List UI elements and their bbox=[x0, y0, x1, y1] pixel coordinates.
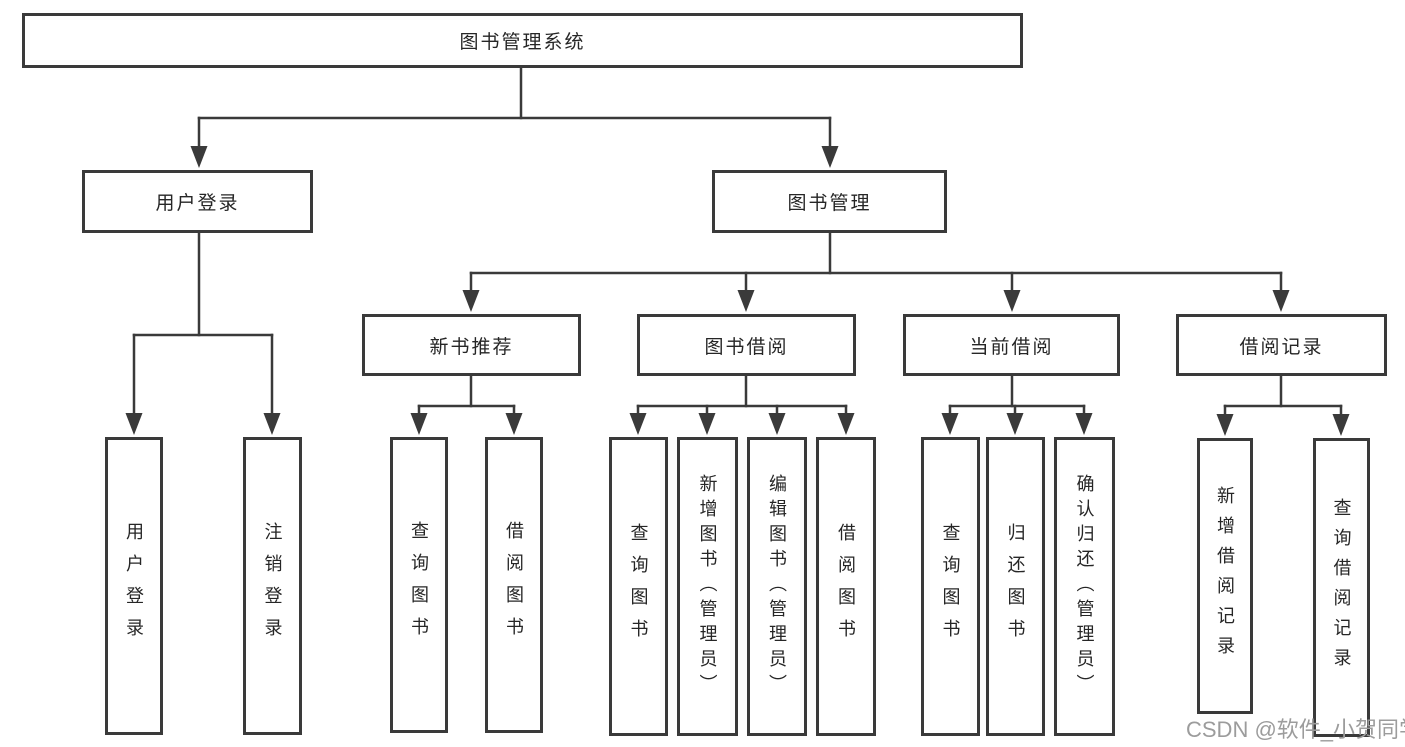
edge-new-book-recommend-children bbox=[410, 374, 523, 435]
leaf-recommend-query-books-label: 查询图书 bbox=[409, 521, 429, 649]
leaf-current-query-books: 查询图书 bbox=[921, 437, 980, 736]
edge-borrow-records-children bbox=[1216, 374, 1350, 436]
leaf-recommend-borrow-books: 借阅图书 bbox=[485, 437, 543, 733]
node-current-borrowing-label: 当前借阅 bbox=[969, 336, 1054, 358]
leaf-borrowing-edit-books-label: 编辑图书（管理员） bbox=[767, 474, 787, 699]
node-book-management-label: 图书管理 bbox=[787, 193, 872, 214]
csdn-watermark: CSDN @软件_小贺同学 bbox=[1186, 717, 1405, 742]
leaf-records-add-record-label: 新增借阅记录 bbox=[1215, 486, 1235, 666]
leaf-borrowing-add-books-label: 新增图书（管理员） bbox=[697, 474, 718, 699]
leaf-borrowing-add-books: 新增图书（管理员） bbox=[677, 437, 738, 736]
node-book-borrowing-label: 图书借阅 bbox=[704, 336, 789, 358]
leaf-borrowing-borrow-books: 借阅图书 bbox=[816, 437, 876, 736]
leaf-borrowing-borrow-books-label: 借阅图书 bbox=[836, 522, 856, 651]
leaf-user-login: 用户登录 bbox=[105, 437, 163, 735]
leaf-current-confirm-return: 确认归还（管理员） bbox=[1054, 437, 1115, 736]
edge-current-borrowing-children bbox=[941, 374, 1093, 435]
leaf-records-query-record: 查询借阅记录 bbox=[1313, 438, 1370, 737]
node-book-management: 图书管理 bbox=[712, 170, 947, 233]
node-book-borrowing: 图书借阅 bbox=[637, 314, 856, 376]
node-new-book-recommend: 新书推荐 bbox=[362, 314, 581, 376]
leaf-current-return-books-label: 归还图书 bbox=[1005, 522, 1026, 651]
leaf-records-add-record: 新增借阅记录 bbox=[1197, 438, 1253, 714]
leaf-logout: 注销登录 bbox=[243, 437, 302, 735]
leaf-current-query-books-label: 查询图书 bbox=[940, 522, 961, 651]
node-user-login: 用户登录 bbox=[82, 170, 313, 233]
node-root: 图书管理系统 bbox=[22, 13, 1023, 68]
edge-book-management-children bbox=[462, 231, 1290, 312]
leaf-logout-label: 注销登录 bbox=[262, 522, 283, 650]
edge-user-login-children bbox=[125, 231, 281, 435]
leaf-current-confirm-return-label: 确认归还（管理员） bbox=[1074, 474, 1095, 699]
node-borrow-records-label: 借阅记录 bbox=[1239, 336, 1324, 358]
edge-book-borrowing-children bbox=[629, 374, 855, 435]
leaf-borrowing-query-books: 查询图书 bbox=[609, 437, 668, 736]
edge-root-to-level2 bbox=[190, 66, 839, 168]
leaf-current-return-books: 归还图书 bbox=[986, 437, 1045, 736]
leaf-records-query-record-label: 查询借阅记录 bbox=[1331, 497, 1352, 678]
leaf-user-login-label: 用户登录 bbox=[124, 522, 144, 650]
leaf-recommend-query-books: 查询图书 bbox=[390, 437, 448, 733]
leaf-borrowing-query-books-label: 查询图书 bbox=[628, 522, 649, 651]
node-root-label: 图书管理系统 bbox=[459, 32, 586, 53]
node-user-login-label: 用户登录 bbox=[155, 193, 240, 214]
node-borrow-records: 借阅记录 bbox=[1176, 314, 1387, 376]
node-current-borrowing: 当前借阅 bbox=[903, 314, 1120, 376]
leaf-borrowing-edit-books: 编辑图书（管理员） bbox=[747, 437, 807, 736]
node-new-book-recommend-label: 新书推荐 bbox=[429, 336, 514, 358]
leaf-recommend-borrow-books-label: 借阅图书 bbox=[504, 521, 524, 649]
